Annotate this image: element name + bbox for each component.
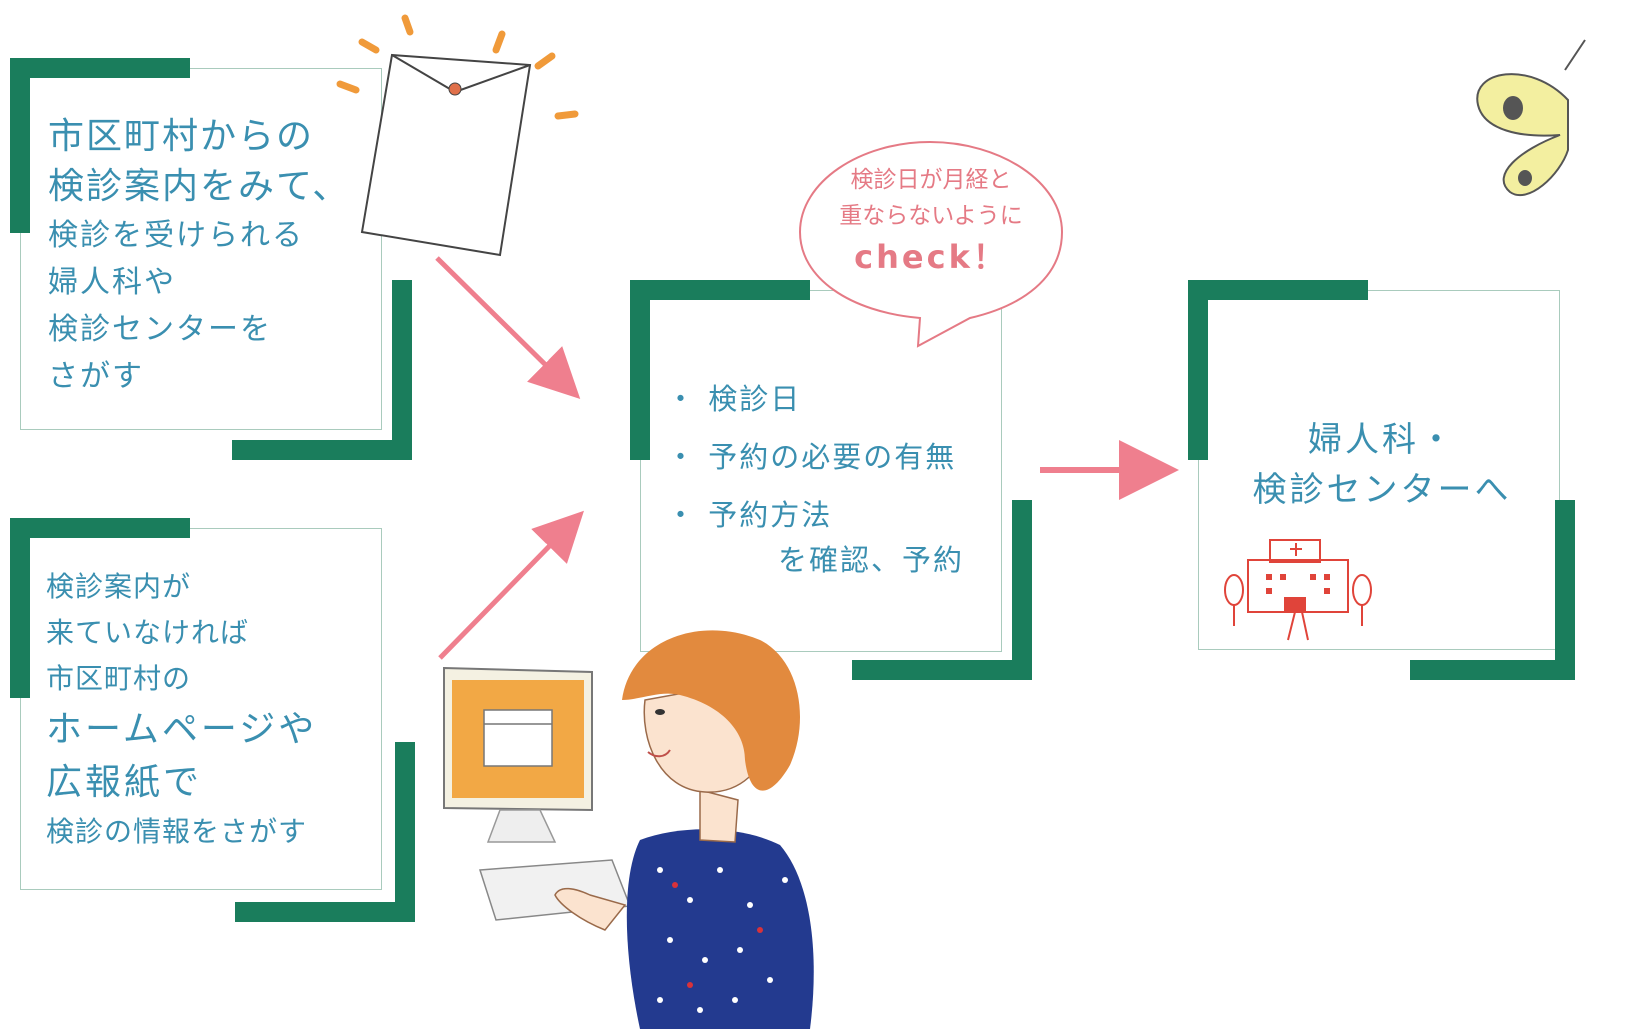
step2-bracket-top-left [630,280,810,460]
step1b-line: ホームページや [46,709,318,750]
step2-item: ・ 予約方法 [666,498,833,532]
step1b-line: 広報紙で [46,762,203,803]
step2-item: ・ 検診日 [666,382,802,416]
step3-bracket-top-left [1188,280,1368,460]
step1-bracket-bottom-right [232,280,412,460]
step1b-line: 検診案内が [46,570,192,603]
step1-line: 検診を受けられる [48,218,304,253]
bubble-line: 検診日が月経と [850,167,1012,193]
step1-box [20,68,382,430]
woman-at-computer-illustration [443,630,814,1029]
step3-line: 婦人科・ [1308,420,1456,460]
step1b-text: 検診案内が 来ていなければ 市区町村の ホームページや 広報紙で 検診の情報をさ… [46,564,317,856]
butterfly-icon [1476,39,1586,197]
step3-line: 検診センターへ [1252,470,1512,510]
step3-box [1198,290,1560,650]
step1-line: 検診案内をみて、 [48,166,351,207]
step1-text: 市区町村からの 検診案内をみて、 検診を受けられる 婦人科や 検診センターを さ… [48,112,350,400]
step2-list: ・ 検診日 ・ 予約の必要の有無 ・ 予約方法 [666,370,956,544]
step2-footer: を確認、予約 [778,543,965,577]
step2-bracket-bottom-right [852,500,1032,680]
step3-text: 婦人科・ 検診センターへ [1222,415,1542,515]
hospital-icon [1224,539,1372,641]
envelope-icon [336,14,579,257]
arrow-step1b-to-step2 [438,510,584,660]
step1b-line: 市区町村の [46,662,192,695]
arrow-step1-to-step2 [435,256,581,400]
step1b-line: 検診の情報をさがす [46,815,308,848]
step2-box [640,290,1002,652]
step2-item: ・ 予約の必要の有無 [666,440,957,474]
step1-line: さがす [48,359,144,394]
step1b-box [20,528,382,890]
bubble-check: check！ [854,238,1008,276]
bubble-line: 重ならないように [839,203,1023,229]
step1b-bracket-top-left [10,518,190,698]
step1-bracket-top-left [10,58,190,233]
bubble-text: 検診日が月経と 重ならないように check！ [800,162,1062,280]
step1-line: 検診センターを [48,312,272,347]
step1-line: 市区町村からの [48,116,315,157]
step1-line: 婦人科や [48,265,176,300]
step3-bracket-bottom-right [1410,500,1575,680]
step1b-bracket-bottom-right [235,742,415,922]
step1b-line: 来ていなければ [46,616,250,649]
